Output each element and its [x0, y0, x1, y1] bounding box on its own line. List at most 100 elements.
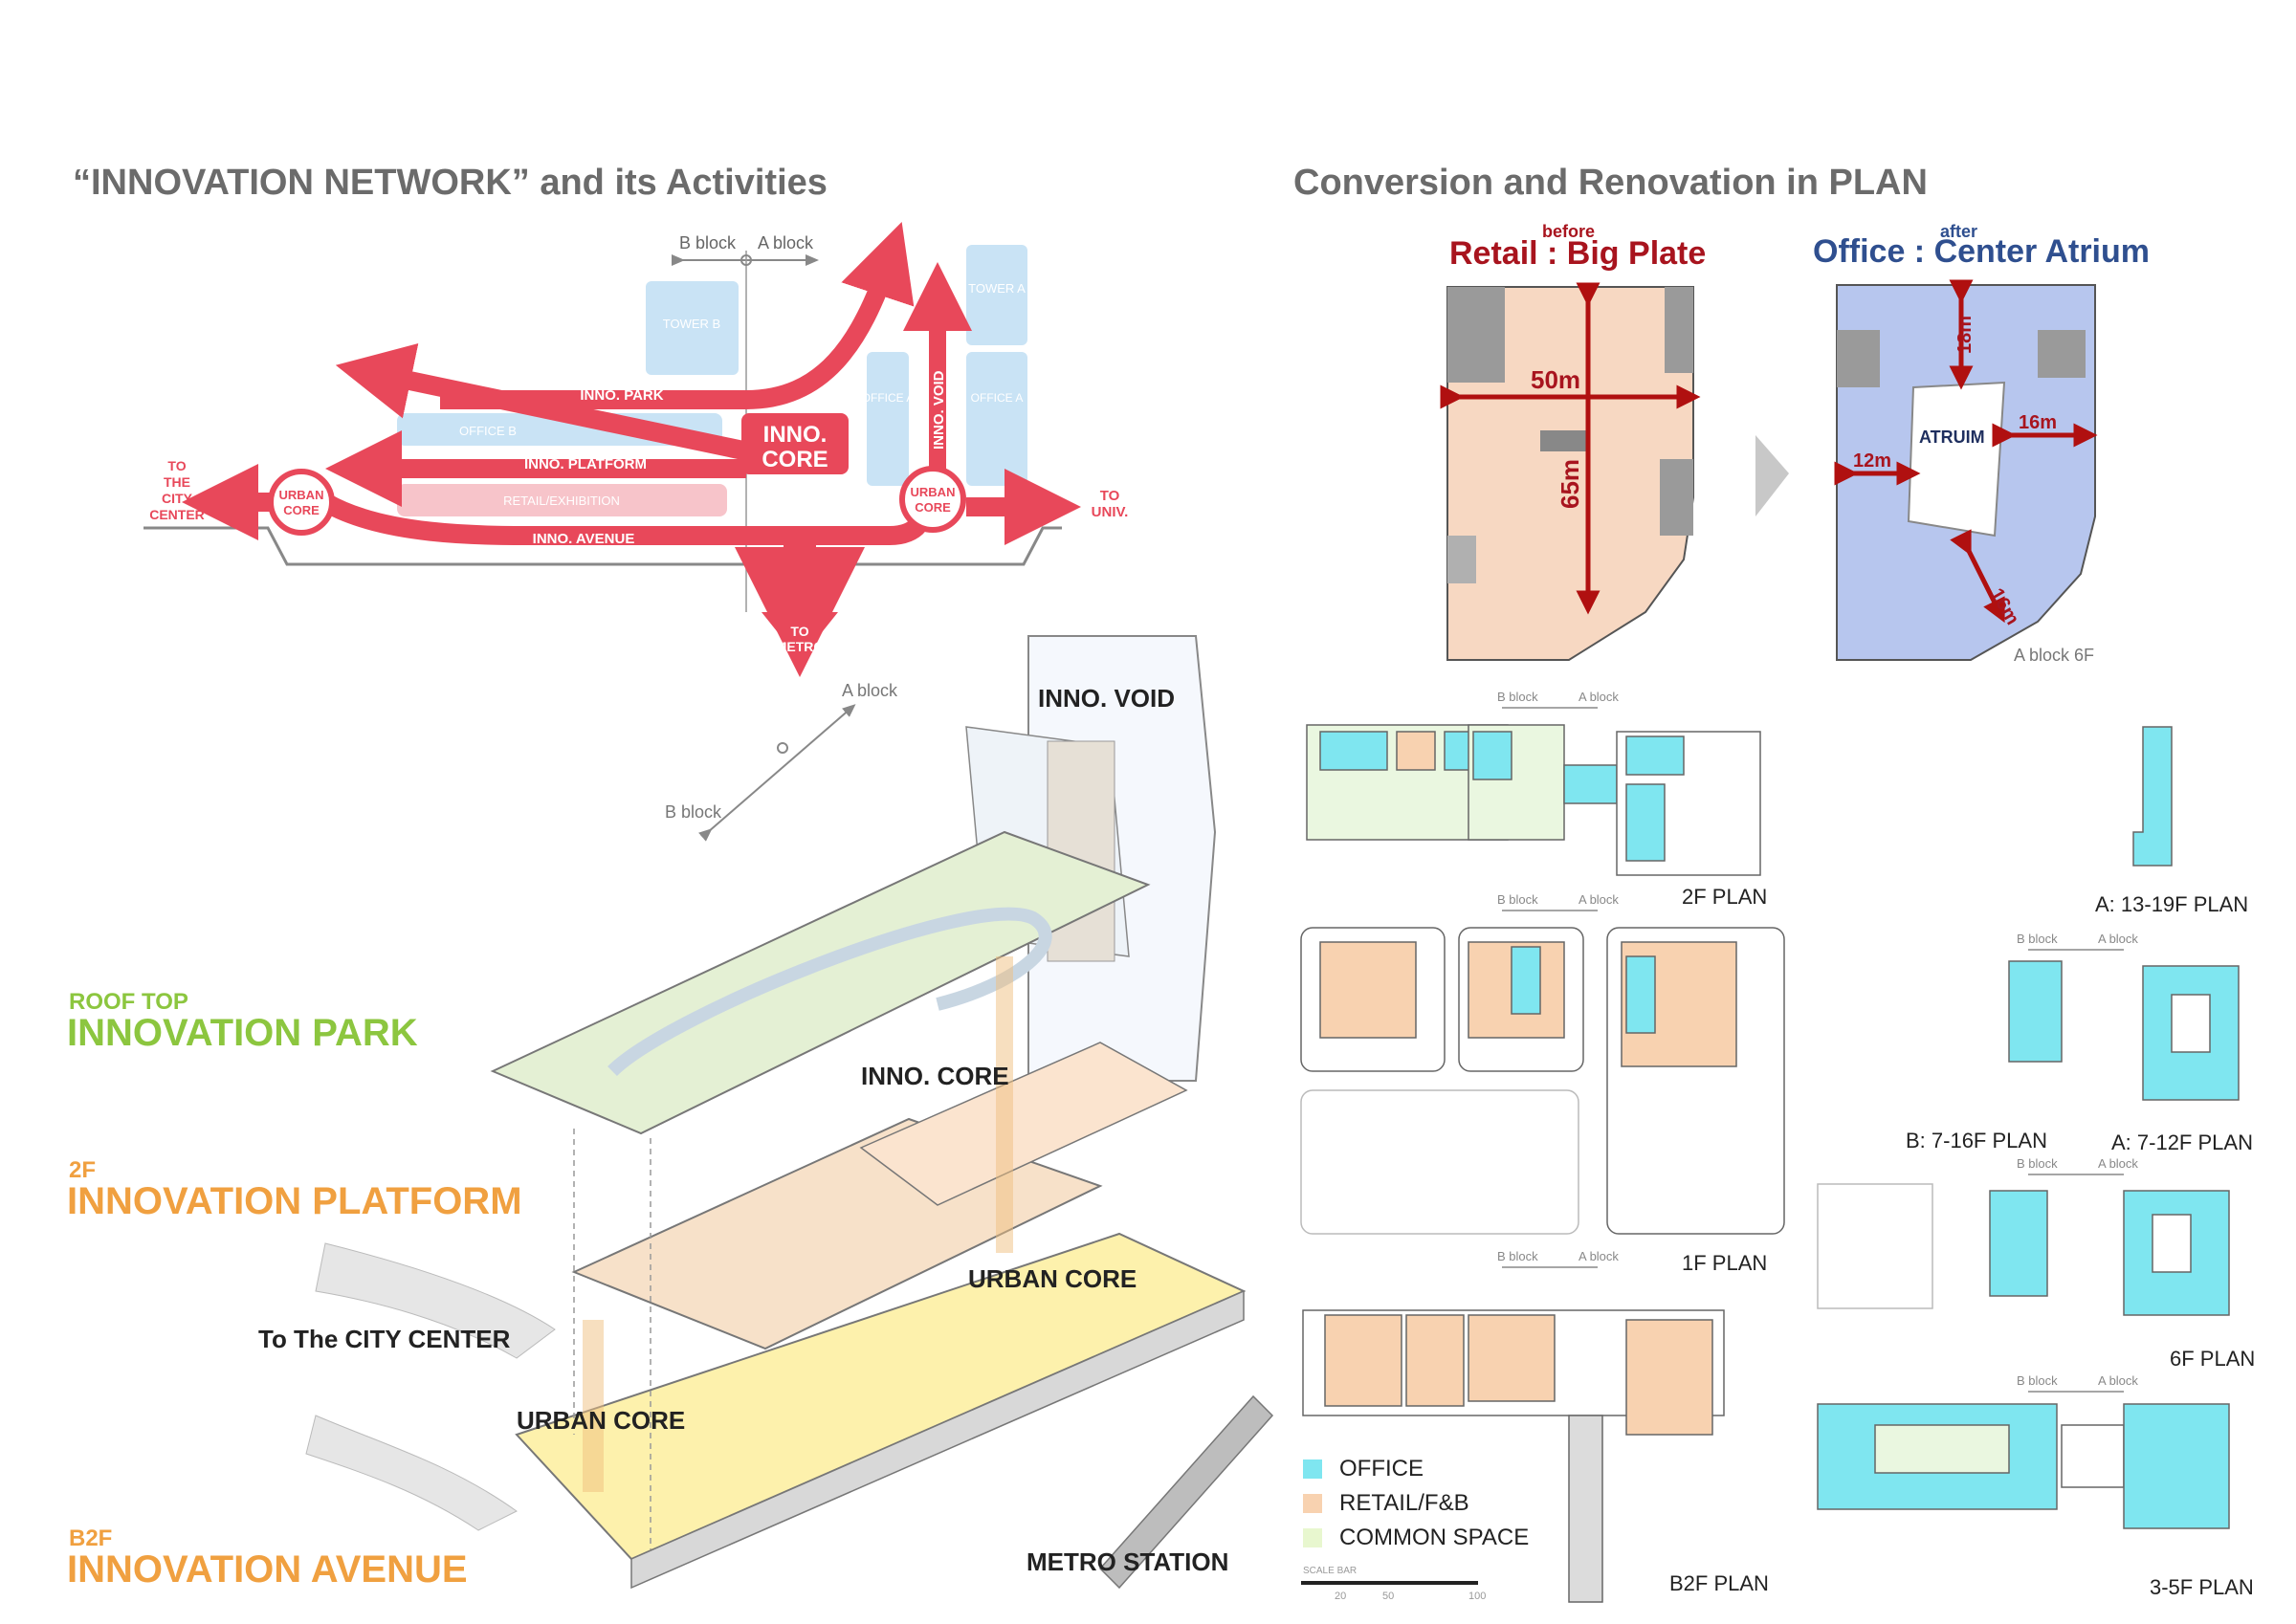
inno-park-upper-route [440, 222, 915, 409]
plan-label-35f: 3-5F PLAN [2150, 1575, 2254, 1599]
platform-slab [571, 1117, 1103, 1350]
inno-park-route [335, 343, 787, 469]
svg-text:UNIV.: UNIV. [1092, 504, 1129, 520]
svg-text:B block: B block [1497, 690, 1538, 704]
office-b-block [397, 413, 722, 446]
urban-core-right-axon-label: URBAN CORE [968, 1264, 1137, 1293]
metro-station-label: METRO STATION [1027, 1547, 1229, 1576]
tower-a-block [966, 245, 1027, 345]
svg-text:URBAN: URBAN [911, 485, 956, 499]
svg-text:A block: A block [1578, 892, 1619, 907]
urban-core-left-axon-label: URBAN CORE [517, 1406, 686, 1435]
plan-label-a1319: A: 13-19F PLAN [2095, 892, 2249, 916]
level-b2f-small: B2F [69, 1525, 113, 1551]
svg-text:CITY: CITY [162, 491, 193, 506]
level-2f-small: 2F [69, 1157, 97, 1183]
inno-core-box [741, 413, 849, 474]
roof-park-slab [490, 830, 1151, 1135]
svg-text:65m: 65m [1556, 459, 1584, 509]
plan-label-2f: 2F PLAN [1682, 885, 1768, 909]
inno-avenue-route [320, 494, 932, 545]
legend-item-retail: RETAIL/F&B [1303, 1486, 1529, 1521]
inno-void-axon-label: INNO. VOID [1038, 684, 1176, 713]
retail-label: RETAIL/EXHIBITION [503, 494, 620, 508]
office-a-label-1: OFFICE A [862, 391, 915, 405]
svg-text:12m: 12m [1853, 450, 1891, 472]
office-a-label-2: OFFICE A [971, 391, 1024, 405]
svg-text:A block: A block [2098, 1373, 2138, 1388]
level-2f-big: INNOVATION PLATFORM [67, 1180, 522, 1222]
svg-text:B block: B block [1497, 1249, 1538, 1263]
inno-core-label-1: INNO. [763, 422, 828, 448]
svg-text:SCALE BAR: SCALE BAR [1303, 1566, 1357, 1576]
svg-text:METRO: METRO [776, 639, 825, 654]
svg-text:ATRUIM: ATRUIM [1919, 428, 1985, 447]
svg-text:TO: TO [790, 624, 808, 639]
svg-text:A block: A block [2098, 1156, 2138, 1171]
svg-text:16m: 16m [2019, 412, 2057, 433]
after-plan-outline [1836, 284, 2096, 661]
before-tag: before [1542, 222, 1596, 241]
svg-text:URBAN: URBAN [279, 488, 324, 502]
atrium-void [1907, 381, 2006, 538]
city-center-label: To The CITY CENTER [258, 1325, 511, 1353]
svg-text:CORE: CORE [915, 500, 951, 515]
plan-label-b2f: B2F PLAN [1669, 1571, 1769, 1595]
office-a-block-2 [966, 352, 1027, 486]
plan-label-1f: 1F PLAN [1682, 1251, 1768, 1275]
inno-void-label: INNO. VOID [931, 370, 947, 450]
legend: OFFICE RETAIL/F&B COMMON SPACE [1303, 1452, 1529, 1555]
svg-text:50m: 50m [1531, 365, 1580, 394]
svg-text:B block: B block [665, 802, 722, 822]
after-title: Office : Center Atrium [1813, 233, 2151, 270]
inno-core-label-2: CORE [762, 447, 828, 472]
inno-platform-label: INNO. PLATFORM [524, 456, 647, 472]
svg-text:THE: THE [164, 474, 190, 490]
svg-text:20: 20 [1335, 1591, 1346, 1602]
ground-line [144, 526, 1062, 566]
legend-item-common: COMMON SPACE [1303, 1521, 1529, 1555]
svg-text:A block 6F: A block 6F [2014, 646, 2094, 665]
svg-text:50: 50 [1382, 1591, 1394, 1602]
retail-exhibition-block [397, 484, 727, 516]
block-axis-b-label: B block [679, 233, 737, 252]
tower-b-block [646, 281, 739, 375]
office-b-label: OFFICE B [459, 424, 517, 438]
tower-b-label: TOWER B [663, 317, 720, 331]
legend-swatch [1303, 1494, 1322, 1513]
svg-text:A block: A block [1578, 1249, 1619, 1263]
svg-text:B block: B block [2017, 932, 2058, 946]
svg-text:A block: A block [1578, 690, 1619, 704]
svg-text:B block: B block [2017, 1156, 2058, 1171]
conversion-arrow [1755, 435, 1789, 516]
plan-label-6f: 6F PLAN [2170, 1347, 2256, 1371]
level-b2f-big: INNOVATION AVENUE [67, 1548, 468, 1591]
svg-text:B block: B block [2017, 1373, 2058, 1388]
svg-text:TO: TO [1100, 488, 1120, 504]
before-plan-outline [1446, 286, 1694, 661]
svg-text:CORE: CORE [283, 503, 320, 517]
svg-text:100: 100 [1468, 1591, 1486, 1602]
svg-text:CENTER: CENTER [149, 507, 205, 522]
after-tag: after [1940, 222, 1978, 241]
right-section-title: Conversion and Renovation in PLAN [1293, 163, 1928, 203]
svg-text:16m: 16m [1986, 585, 2023, 629]
svg-text:A block: A block [842, 681, 898, 700]
legend-swatch [1303, 1528, 1322, 1547]
level-rooftop-big: INNOVATION PARK [67, 1012, 418, 1054]
plan-label-a712: A: 7-12F PLAN [2111, 1130, 2253, 1154]
legend-item-office: OFFICE [1303, 1452, 1529, 1486]
axonometric-diagram: A block B block [305, 635, 1274, 1590]
plan-label-b716: B: 7-16F PLAN [1906, 1129, 2047, 1152]
inno-avenue-label: INNO. AVENUE [533, 531, 635, 547]
legend-swatch [1303, 1459, 1322, 1479]
level-rooftop-small: ROOF TOP [69, 989, 188, 1015]
svg-text:18m: 18m [1954, 316, 1976, 354]
urban-core-right-circle [899, 466, 966, 533]
tower-a-label: TOWER A [968, 281, 1026, 296]
svg-text:B block: B block [1497, 892, 1538, 907]
block-axis-a-label: A block [758, 233, 814, 252]
left-section-title: “INNOVATION NETWORK” and its Activities [73, 163, 828, 203]
before-title: Retail : Big Plate [1449, 235, 1707, 272]
inno-core-axon-label: INNO. CORE [861, 1062, 1009, 1090]
